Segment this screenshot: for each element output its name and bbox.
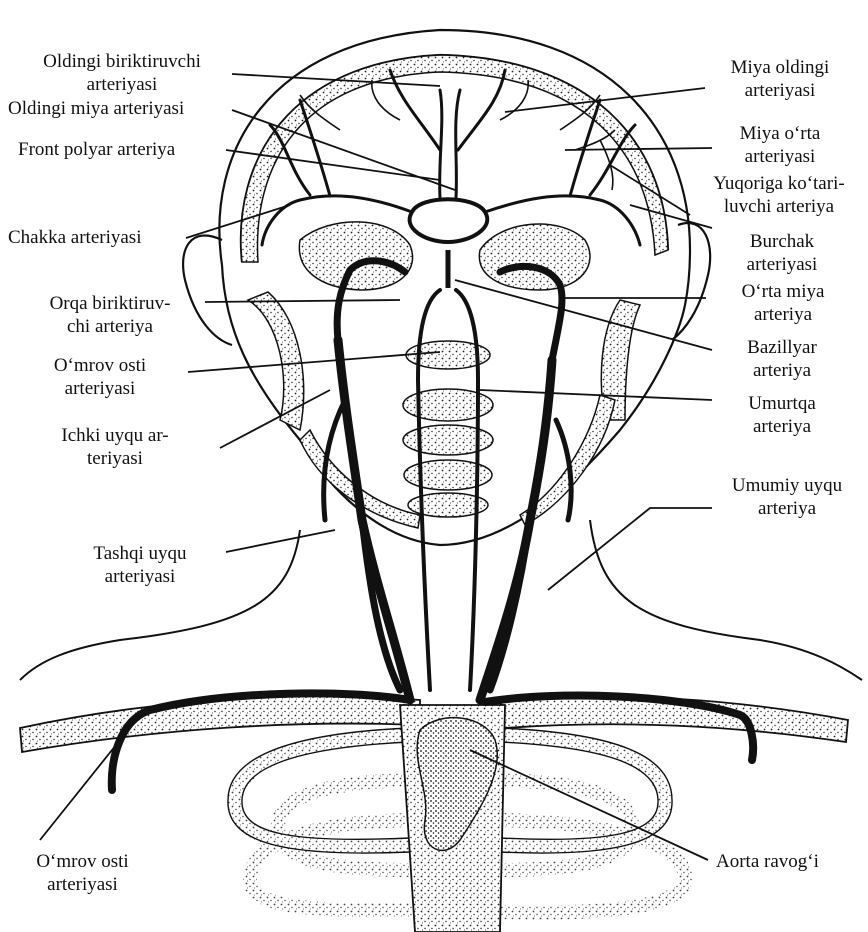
label-front-polyar: Front polyar arteriya: [18, 138, 175, 161]
leader-omrov-osti-upper: [188, 352, 440, 372]
label-orqa-biriktiruvchi: Orqa biriktiruv-chi arteriya: [10, 292, 210, 338]
label-aorta: Aorta ravog‘i: [716, 850, 819, 873]
leader-umurtqa: [480, 390, 712, 400]
leader-chakka: [186, 205, 290, 238]
label-oldingi-miya: Oldingi miya arteriyasi: [8, 97, 184, 120]
leader-miya-orta: [565, 148, 712, 150]
leader-orqa-biriktiruvchi: [205, 300, 400, 302]
label-ichki-uyqu: Ichki uyqu ar-teriyasi: [20, 424, 210, 470]
label-chakka: Chakka arteriyasi: [8, 226, 141, 249]
leader-bazillyar: [455, 280, 712, 350]
leader-umumiy-uyqu: [548, 508, 712, 590]
label-yuqoriga: Yuqoriga ko‘tari-luvchi arteriya: [690, 172, 868, 218]
circle-of-willis: [410, 199, 488, 242]
leader-tashqi-uyqu: [226, 530, 335, 552]
